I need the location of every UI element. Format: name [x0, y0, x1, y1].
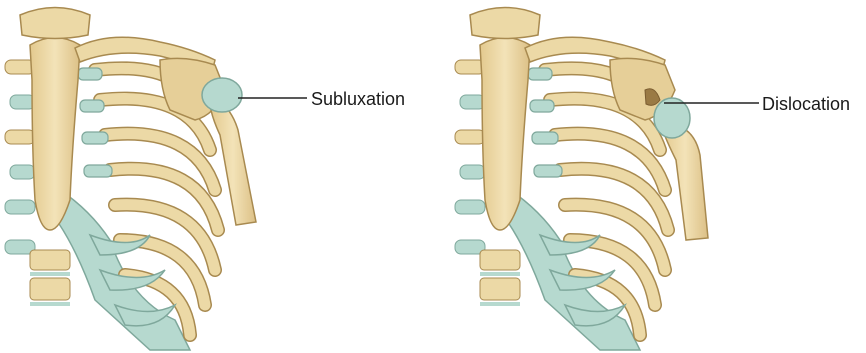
humeral-head [202, 78, 242, 112]
humeral-head [654, 98, 690, 138]
cervical-vertebra [470, 8, 540, 39]
subluxation-illustration [0, 0, 300, 353]
humerus-shaft [210, 100, 256, 225]
sternal-cartilages [78, 68, 112, 177]
subluxation-label: Subluxation [311, 90, 405, 108]
dislocation-leader-extension [750, 0, 760, 353]
vertebral-column [480, 250, 520, 306]
dislocation-label: Dislocation [762, 95, 850, 113]
dislocation-illustration [450, 0, 750, 353]
left-rib-stubs [455, 60, 485, 254]
vertebral-column [30, 250, 70, 306]
cervical-vertebra [20, 8, 90, 39]
sternal-cartilages [528, 68, 562, 177]
left-rib-stubs [5, 60, 35, 254]
subluxation-leader-extension [300, 0, 308, 353]
